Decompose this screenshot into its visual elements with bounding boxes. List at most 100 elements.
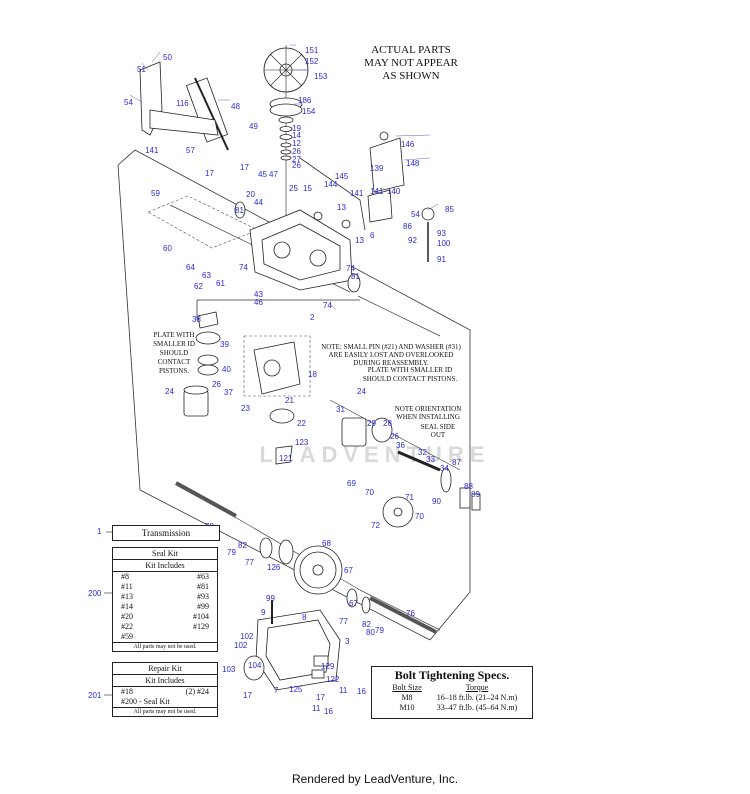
actual-parts-line-1: ACTUAL PARTS — [371, 44, 451, 56]
part-number-label: 6 — [370, 231, 375, 240]
part-number-label: 26 — [292, 161, 301, 170]
part-number-label: 16 — [324, 707, 333, 716]
part-number-label: 70 — [415, 512, 424, 521]
boundary-lines — [117, 149, 471, 641]
small-pin-line-3: DURING REASSEMBLY. — [353, 359, 429, 367]
kit-cell: #8 — [121, 572, 129, 581]
part-number-label: 50 — [163, 53, 172, 62]
kit-row: #59 — [113, 632, 217, 642]
bolt-size-m10: M10 — [399, 703, 415, 712]
part-number-label: 3 — [345, 637, 350, 646]
part-number-label: 153 — [314, 72, 328, 81]
kit-row: #18(2) #24 — [113, 687, 217, 697]
part-number-label: 129 — [321, 662, 335, 671]
part-number-label: 60 — [163, 244, 172, 253]
kit-cell: #59 — [121, 632, 133, 641]
part-number-label: 13 — [337, 203, 346, 212]
part-number-label: 36 — [396, 441, 405, 450]
part-number-label: 54 — [124, 98, 133, 107]
seal-kit-ref: 200 — [88, 589, 102, 598]
part-number-label: 14 — [292, 131, 301, 140]
part-number-label: 100 — [437, 239, 451, 248]
kit-leaders — [104, 531, 112, 696]
part-number-label: 68 — [322, 539, 331, 548]
kit-row: #200 - Seal Kit — [113, 697, 217, 707]
small-pin-line-1: NOTE: SMALL PIN (#21) AND WASHER (#31) — [321, 343, 461, 351]
kit-cell: #20 — [121, 612, 133, 621]
footer-credit: Rendered by LeadVenture, Inc. — [291, 772, 459, 786]
part-number-label: 63 — [202, 271, 211, 280]
part-number-label: 79 — [375, 626, 384, 635]
part-number-label: 71 — [405, 493, 414, 502]
plate-right-line-1: PLATE WITH SMALLER ID — [368, 366, 452, 374]
seal-kit-box: Seal Kit Kit Includes #8#63#11#81#13#93#… — [112, 547, 218, 652]
part-illustrations — [139, 47, 481, 691]
part-number-label: 26 — [390, 432, 399, 441]
part-number-label: 25 — [289, 184, 298, 193]
part-number-label: 123 — [295, 438, 309, 447]
torque-m8: 16–18 ft.lb. (21–24 N.m) — [436, 693, 518, 702]
part-number-label: 102 — [234, 641, 248, 650]
part-number-label: 17 — [205, 169, 214, 178]
transmission-box: Transmission — [112, 525, 220, 541]
kit-cell: #93 — [197, 592, 209, 601]
part-number-label: 11 — [339, 686, 348, 695]
part-number-label: 67 — [349, 599, 358, 608]
part-number-label: 59 — [151, 189, 160, 198]
part-number-label: 103 — [222, 665, 236, 674]
part-number-label: 76 — [406, 609, 415, 618]
transmission-label: Transmission — [141, 528, 191, 538]
part-number-label: 141 — [145, 146, 159, 155]
part-number-label: 74 — [239, 263, 248, 272]
kit-cell: #14 — [121, 602, 133, 611]
part-number-label: 8 — [302, 613, 307, 622]
part-number-label: 74 — [346, 264, 355, 273]
part-number-label: 15 — [303, 184, 312, 193]
plate-right-line-2: SHOULD CONTACT PISTONS. — [363, 375, 458, 383]
kit-cell: (2) #24 — [185, 687, 209, 696]
part-number-label: 37 — [224, 388, 233, 397]
transmission-ref: 1 — [97, 527, 102, 536]
seal-side-note: SEAL SIDE OUT — [421, 423, 456, 439]
part-number-label: 74 — [323, 301, 332, 310]
part-number-label: 90 — [432, 497, 441, 506]
part-number-label: 23 — [241, 404, 250, 413]
actual-parts-note: ACTUAL PARTS MAY NOT APPEAR AS SHOWN — [352, 44, 470, 83]
part-number-label: 44 — [254, 198, 263, 207]
kit-cell: #81 — [197, 582, 209, 591]
bolt-size-m8: M8 — [401, 693, 413, 702]
part-number-label: 20 — [246, 190, 255, 199]
part-number-label: 151 — [305, 46, 319, 55]
repair-kit-ref: 201 — [88, 691, 102, 700]
plate-left-line-4: CONTACT — [158, 358, 191, 366]
kit-row: #20#104 — [113, 612, 217, 622]
repair-kit-subtitle: Kit Includes — [113, 675, 217, 687]
bolt-specs-title: Bolt Tightening Specs. — [394, 668, 510, 682]
part-number-label: 46 — [254, 298, 263, 307]
part-number-label: 7 — [274, 686, 279, 695]
kit-row: #8#63 — [113, 572, 217, 582]
part-number-label: 54 — [411, 210, 420, 219]
part-number-label: 148 — [406, 159, 420, 168]
part-number-label: 102 — [240, 632, 254, 641]
part-number-label: 57 — [186, 146, 195, 155]
part-number-label: 31 — [336, 405, 345, 414]
part-number-label: 146 — [401, 140, 415, 149]
part-number-label: 126 — [267, 563, 281, 572]
kit-row: #22#129 — [113, 622, 217, 632]
part-number-label: 82 — [238, 541, 247, 550]
part-number-label: 26 — [212, 380, 221, 389]
part-number-label: 186 — [298, 96, 312, 105]
part-number-label: 51 — [137, 65, 146, 74]
part-number-label: 89 — [471, 490, 480, 499]
part-number-label: 2 — [310, 313, 315, 322]
kit-cell: #22 — [121, 622, 133, 631]
part-number-label: 80 — [366, 628, 375, 637]
repair-kit-note: All parts may not be used. — [113, 707, 217, 716]
part-number-label: 81 — [351, 272, 360, 281]
part-number-label: 27 — [292, 155, 301, 164]
part-number-label: 77 — [339, 617, 348, 626]
part-number-label: 77 — [245, 558, 254, 567]
part-number-label: 152 — [305, 57, 319, 66]
part-number-label: 39 — [220, 340, 229, 349]
